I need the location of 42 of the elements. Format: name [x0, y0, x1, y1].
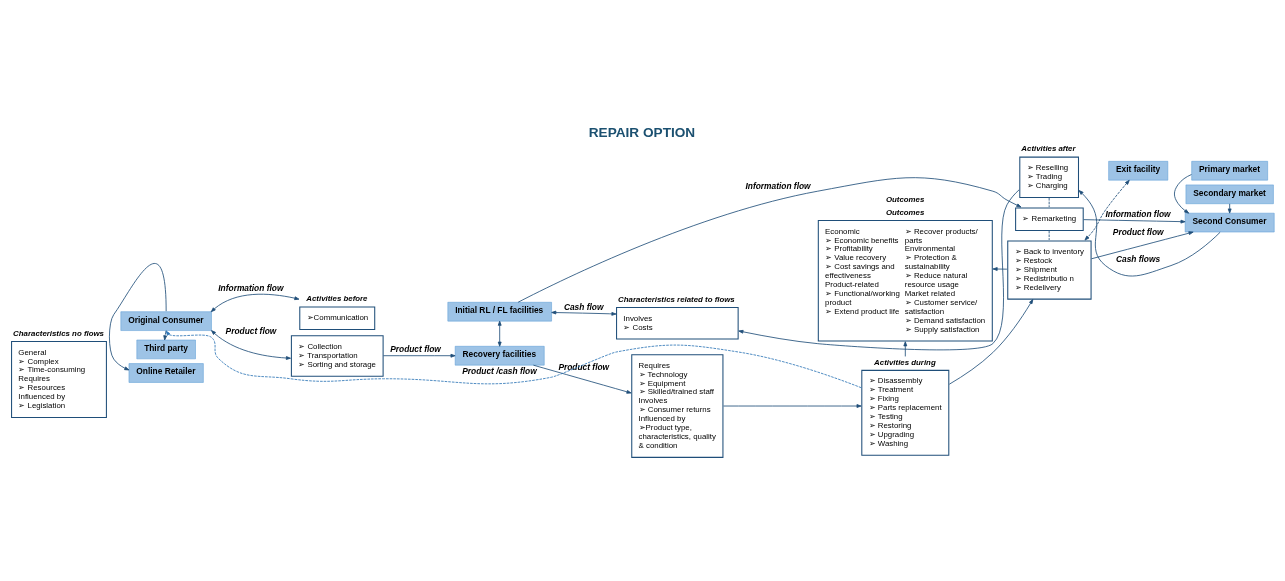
- arrow: [1091, 230, 1194, 259]
- node-box: Recovery facilities: [454, 345, 545, 365]
- arrow: [992, 266, 1008, 271]
- arrow: [211, 329, 291, 360]
- node-box: Exit facility: [1108, 160, 1169, 180]
- edge-label: Information flow: [218, 282, 284, 293]
- arrow: [948, 298, 1034, 385]
- arrow: [1227, 202, 1232, 214]
- connector: [1048, 229, 1050, 240]
- diagram-title: REPAIR OPTION: [588, 124, 696, 140]
- arrow: [738, 188, 1020, 350]
- arrow: [723, 403, 862, 408]
- node-box: Primary market: [1191, 160, 1268, 180]
- arrow: [1174, 173, 1192, 214]
- arrow: [1083, 218, 1186, 223]
- node-box: Second Consumer: [1184, 212, 1275, 232]
- node-box: Third party: [136, 339, 196, 359]
- edge-label: Cash flow: [563, 301, 604, 311]
- arrow: [1084, 179, 1130, 240]
- edge-label: Cash flows: [1115, 253, 1161, 264]
- arrow: [109, 262, 167, 370]
- edge-label: Information flow: [1105, 208, 1171, 219]
- arrow: [551, 310, 617, 316]
- node-box: Initial RL / FL facilities: [447, 301, 552, 321]
- edge-label: Information flow: [745, 181, 811, 191]
- edge-label: Product flow: [225, 325, 277, 336]
- arrow: [210, 293, 300, 312]
- edge-label: Product /cash flow: [462, 365, 537, 376]
- arrow: [165, 330, 862, 388]
- arrow: [163, 329, 168, 340]
- edge-label: Product flow: [558, 361, 610, 372]
- arrow: [517, 176, 1022, 303]
- edge-label: Product flow: [1112, 226, 1164, 237]
- arrow: [383, 353, 456, 358]
- node-box: Secondary market: [1185, 184, 1274, 204]
- connector: [1048, 197, 1050, 207]
- node-box: Online Retailer: [128, 362, 204, 383]
- arrow: [1078, 189, 1221, 276]
- arrow: [497, 320, 502, 347]
- node-box: Original Consumer: [120, 310, 212, 331]
- arrow: [533, 364, 632, 394]
- edge-label: Product flow: [390, 343, 441, 354]
